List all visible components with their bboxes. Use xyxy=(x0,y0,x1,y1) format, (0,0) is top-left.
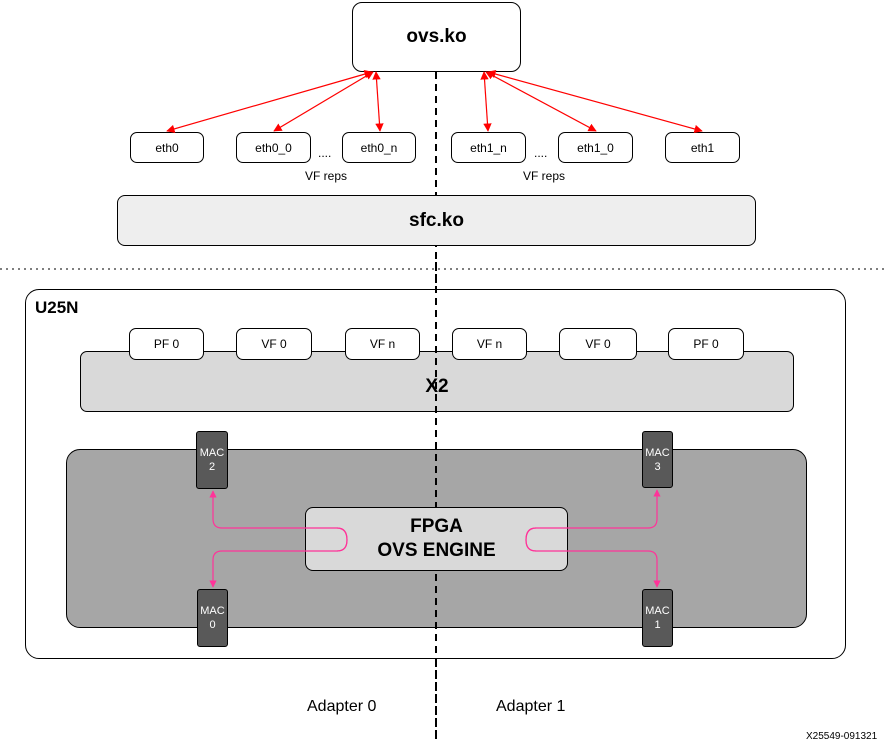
function-vf0-right: VF 0 xyxy=(559,328,637,360)
mac-number: 3 xyxy=(654,460,661,473)
function-label: VF 0 xyxy=(261,337,287,351)
mac-label: MAC xyxy=(645,446,670,459)
rep-label: eth0_n xyxy=(360,140,398,155)
flow-to-mac3 xyxy=(525,489,661,552)
rep-eth1-0: eth1_0 xyxy=(558,132,633,163)
rep-label: eth1_n xyxy=(470,140,507,155)
mac-number: 1 xyxy=(654,619,661,631)
mac-label: MAC xyxy=(200,605,225,617)
ovs-engine-label: OVS ENGINE xyxy=(377,540,496,561)
mac-1: MAC 1 xyxy=(642,589,673,647)
vf-reps-label-right: VF reps xyxy=(523,169,566,183)
fpga-label: FPGA xyxy=(410,516,463,537)
function-pf0-left: PF 0 xyxy=(129,328,204,360)
rep-label: eth0_0 xyxy=(255,140,292,155)
rep-eth1-n: eth1_n xyxy=(451,132,526,163)
rep-eth0-n: eth0_n xyxy=(342,132,416,163)
arrow-ovs-eth1-n xyxy=(480,71,492,132)
vf-reps-label-left: VF reps xyxy=(305,169,348,183)
arrow-ovs-eth0-n xyxy=(372,71,384,132)
rep-label: eth1 xyxy=(690,140,715,155)
mac-label: MAC xyxy=(645,605,670,617)
ovs-module-label: ovs.ko xyxy=(406,26,467,47)
mac-number: 2 xyxy=(208,461,216,473)
sfc-driver-label: sfc.ko xyxy=(409,209,464,231)
flow-to-mac1 xyxy=(525,527,661,588)
function-vfn-left: VF n xyxy=(345,328,420,360)
flow-to-mac0 xyxy=(209,527,348,588)
mac-number: 0 xyxy=(209,619,216,631)
flow-to-mac2 xyxy=(209,490,348,552)
mac-label: MAC xyxy=(199,447,225,459)
rep-eth1: eth1 xyxy=(665,132,740,163)
ellipsis-left: .... xyxy=(318,146,332,160)
adapter-0-label: Adapter 0 xyxy=(307,698,377,715)
mac-0: MAC 0 xyxy=(197,589,228,647)
function-label: VF n xyxy=(369,337,396,351)
function-label: PF 0 xyxy=(693,337,719,351)
mac-2: MAC 2 xyxy=(196,431,228,489)
rep-label: eth1_0 xyxy=(577,140,614,155)
sfc-driver: sfc.ko xyxy=(117,195,756,246)
function-pf0-right: PF 0 xyxy=(668,328,744,360)
card-label: U25N xyxy=(35,298,79,317)
function-vfn-right: VF n xyxy=(452,328,527,360)
arrow-ovs-eth1 xyxy=(487,69,703,134)
arrow-ovs-eth0-0 xyxy=(273,71,374,132)
figure-id: X25549-091321 xyxy=(806,731,878,742)
ovs-module: ovs.ko xyxy=(352,2,521,72)
function-label: VF 0 xyxy=(585,337,611,351)
adapter-1-label: Adapter 1 xyxy=(496,698,566,715)
fpga-ovs-engine: FPGA OVS ENGINE xyxy=(305,507,568,571)
rep-label: eth0 xyxy=(155,140,179,155)
arrow-ovs-eth0 xyxy=(166,70,373,133)
mac-3: MAC 3 xyxy=(642,431,673,488)
function-label: VF n xyxy=(476,337,503,351)
function-vf0-left: VF 0 xyxy=(236,328,312,360)
ellipsis-right: .... xyxy=(534,146,548,160)
function-label: PF 0 xyxy=(153,337,180,351)
rep-eth0: eth0 xyxy=(130,132,204,163)
arrow-ovs-eth1-0 xyxy=(485,71,597,132)
